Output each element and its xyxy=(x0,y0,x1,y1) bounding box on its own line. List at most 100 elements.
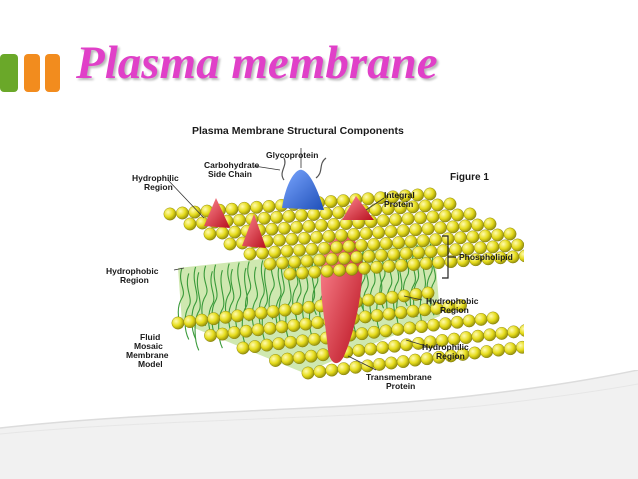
phospholipid-head xyxy=(454,231,467,245)
phospholipid-head xyxy=(385,290,399,304)
phospholipid-head xyxy=(330,240,344,254)
phospholipid-head xyxy=(250,200,264,214)
phospholipid-head xyxy=(364,342,378,356)
phospholipid-head xyxy=(384,225,398,239)
phospholipid-head xyxy=(290,220,304,234)
phospholipid-head xyxy=(438,317,452,331)
phospholipid-head xyxy=(265,222,279,236)
phospholipid-head xyxy=(466,230,480,244)
phospholipid-head xyxy=(216,226,229,240)
lipid-tail xyxy=(228,268,235,336)
phospholipid-head xyxy=(486,311,500,325)
phospholipid-head xyxy=(362,293,375,307)
phospholipid-head xyxy=(233,213,246,227)
phospholipid-head xyxy=(471,329,485,343)
phospholipid-head xyxy=(355,327,369,341)
integral-protein-label-line1: Integral xyxy=(384,190,415,200)
phospholipid-head xyxy=(325,252,339,266)
phospholipid-head xyxy=(495,326,509,340)
phospholipid-head xyxy=(349,360,363,374)
phospholipid-head xyxy=(320,264,334,278)
lipid-tail xyxy=(211,264,218,337)
phospholipid-head xyxy=(337,362,351,376)
phospholipid-head xyxy=(204,329,217,342)
phospholipid-head xyxy=(373,292,387,306)
figure-heading: Plasma Membrane Structural Components xyxy=(192,125,404,137)
phospholipid-head xyxy=(503,342,517,356)
phospholipid-head xyxy=(324,195,338,209)
lipid-tail xyxy=(194,272,201,351)
fluid-mosaic-label-line2: Mosaic xyxy=(134,341,163,351)
phospholipid-head xyxy=(269,354,282,367)
phospholipid-head xyxy=(297,231,311,245)
integral-protein-mid xyxy=(242,214,266,248)
phospholipid-head xyxy=(336,194,350,208)
phospholipid-head xyxy=(370,309,384,322)
phospholipid-head xyxy=(507,325,520,339)
phospholipid-head xyxy=(471,218,484,232)
phospholipid-head xyxy=(237,201,251,215)
lipid-tail xyxy=(234,262,242,335)
phospholipid-head xyxy=(492,343,505,357)
phospholipid-head xyxy=(396,224,410,238)
phospholipid-head xyxy=(278,303,292,317)
plasma-membrane-diagram: Plasma Membrane Structural Components Fi… xyxy=(106,125,524,391)
lipid-tail xyxy=(258,260,265,333)
phospholipid-head xyxy=(362,249,376,263)
phospholipid-head xyxy=(163,207,177,221)
phospholipid-head xyxy=(421,222,435,236)
phospholipid-head xyxy=(426,210,440,224)
phospholipid-head xyxy=(462,314,476,328)
phospholipid-head xyxy=(429,233,443,247)
phospholipid-head xyxy=(231,309,244,323)
phospholipid-head xyxy=(285,232,299,246)
phospholipid-head xyxy=(299,317,313,331)
phospholipid-head xyxy=(359,227,373,240)
phospholipid-head xyxy=(242,307,256,321)
phospholipid-head xyxy=(254,306,268,320)
phospholipid-head xyxy=(389,213,403,227)
phospholipid-head xyxy=(468,346,482,360)
carbohydrate-chain xyxy=(281,157,327,181)
phospholipid-head xyxy=(228,225,242,239)
phospholipid-head xyxy=(305,242,319,256)
phospholipid-head xyxy=(347,228,361,241)
transmembrane-label-line1: Transmembrane xyxy=(366,372,432,382)
phospholipid-head xyxy=(316,348,330,362)
bottom-phospholipid-layer xyxy=(171,286,524,380)
phospholipid-head xyxy=(427,318,440,332)
phospholipid-head xyxy=(370,260,384,274)
phospholipid-head xyxy=(372,226,385,240)
phospholipid-head xyxy=(503,227,517,241)
phospholipid-head xyxy=(292,351,306,365)
phospholipid-head xyxy=(275,320,289,334)
glycoprotein-label: Glycoprotein xyxy=(266,150,318,160)
phospholipid-head xyxy=(374,248,388,262)
hydrophobic-right-label-line1: Hydrophobic xyxy=(426,296,479,306)
phospholipid-head xyxy=(270,210,284,224)
phospholipid-head xyxy=(313,365,327,379)
phospholipid-head xyxy=(308,265,322,279)
phospholipid-head xyxy=(519,324,524,337)
hydrophilic-right-label-line1: Hydrophilic xyxy=(422,342,469,352)
phospholipid-head xyxy=(515,340,524,354)
transmembrane-label-line2: Protein xyxy=(386,381,415,391)
phospholipid-head xyxy=(345,262,359,276)
fluid-mosaic-label-line1: Fluid xyxy=(140,332,160,342)
hydrophobic-left-label-line1: Hydrophobic xyxy=(106,266,159,276)
phospholipid-head xyxy=(392,236,405,250)
lipid-tail xyxy=(275,264,282,331)
phospholipid-head xyxy=(280,244,294,258)
phospholipid-head xyxy=(263,321,277,335)
integral-protein-label-line2: Protein xyxy=(384,199,413,209)
phospholipid-head xyxy=(277,221,291,235)
phospholipid-head xyxy=(275,256,289,270)
phospholipid-head xyxy=(272,337,286,351)
phospholipid-head xyxy=(361,192,375,206)
phospholipid-head xyxy=(314,219,328,232)
phospholipid-head xyxy=(406,304,420,318)
phospholipid-head xyxy=(367,325,381,339)
phospholipid-head xyxy=(260,338,274,352)
fluid-mosaic-label-line4: Model xyxy=(138,359,163,369)
